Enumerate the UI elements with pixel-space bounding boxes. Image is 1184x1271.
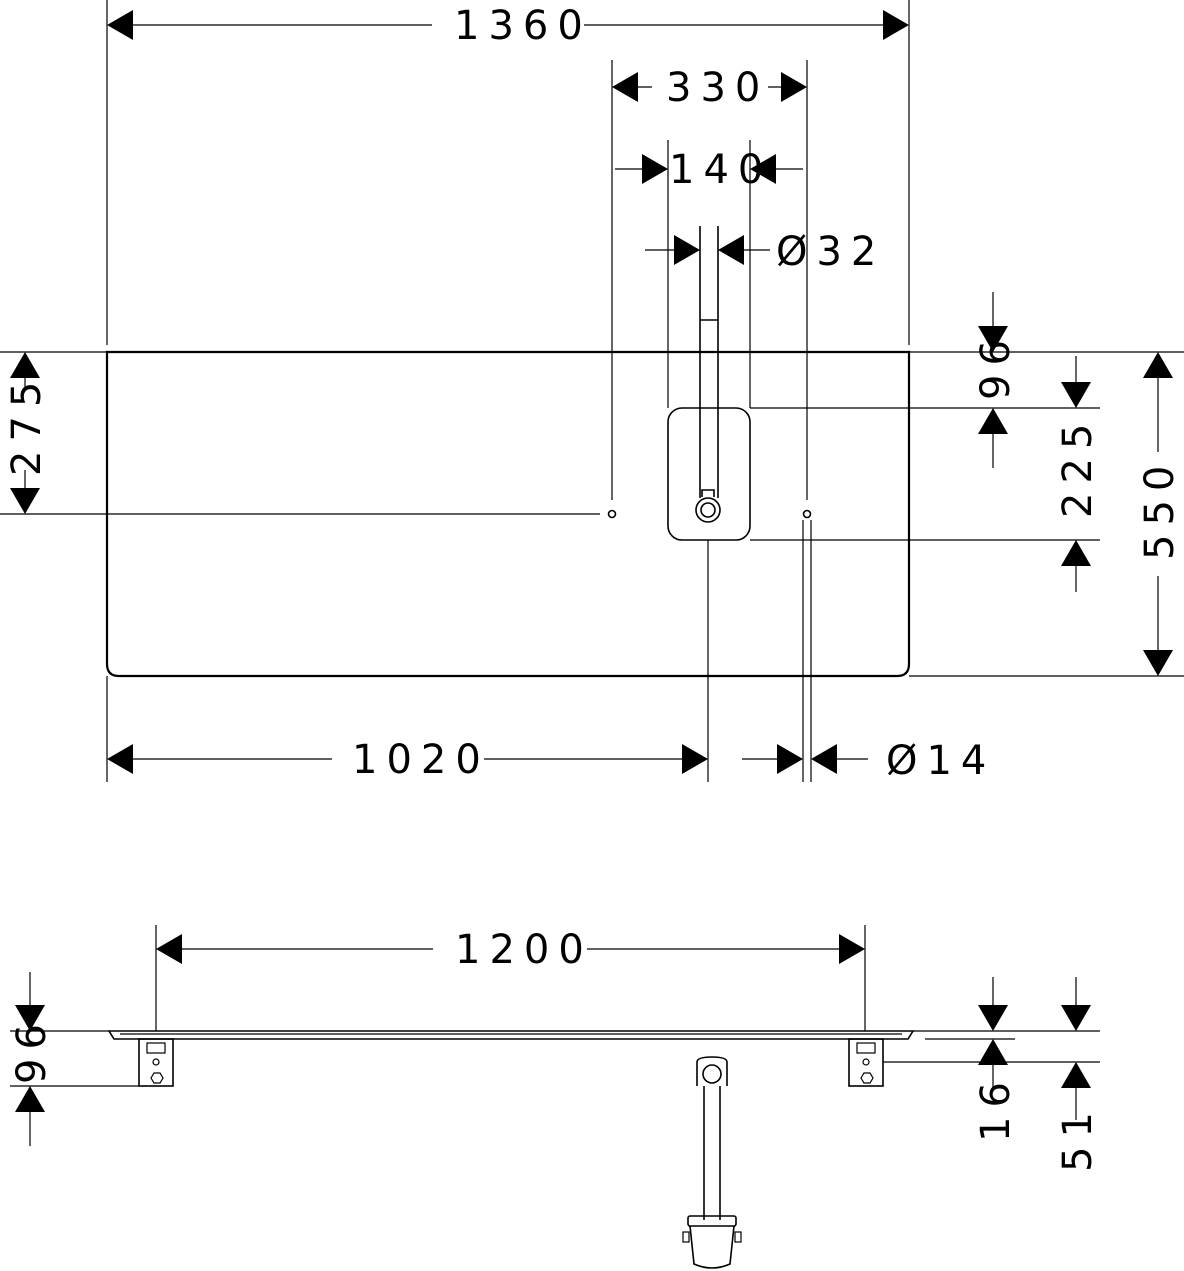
- dim-overall-width: 1360: [454, 3, 592, 49]
- tap-hole-right: [802, 509, 812, 519]
- side-plate: [107, 1030, 915, 1040]
- dim-plate-thickness: 16: [973, 1073, 1019, 1142]
- dim-overall-thickness: 51: [1055, 1103, 1101, 1172]
- basin-outline: [105, 350, 911, 678]
- dim-front-to-holes: 275: [4, 373, 50, 476]
- dim-tap-spacing: 140: [669, 147, 772, 193]
- dim-hole-diameter: Ø14: [886, 738, 995, 784]
- tap-hole-left: [607, 509, 617, 519]
- side-view: 1200 96 16 51: [9, 925, 1101, 1269]
- dim-tap-hole-spacing: 330: [666, 65, 769, 111]
- dim-bracket-height: 96: [9, 1015, 55, 1084]
- siphon: [682, 1056, 742, 1269]
- dim-cutout-height: 225: [1055, 415, 1101, 518]
- bracket-left: [138, 1038, 174, 1087]
- dim-bracket-spacing: 1200: [455, 927, 593, 973]
- waste-outlet: [695, 497, 721, 523]
- top-view: 1360 330 140 Ø32 275 96: [0, 0, 1184, 784]
- tap-cutout: [667, 407, 751, 541]
- dim-top-offset: 96: [973, 331, 1019, 400]
- bracket-right: [848, 1038, 884, 1087]
- dim-offset-from-left: 1020: [352, 737, 490, 783]
- dim-spout-diameter: Ø32: [776, 229, 885, 275]
- dim-overall-depth: 550: [1137, 457, 1183, 560]
